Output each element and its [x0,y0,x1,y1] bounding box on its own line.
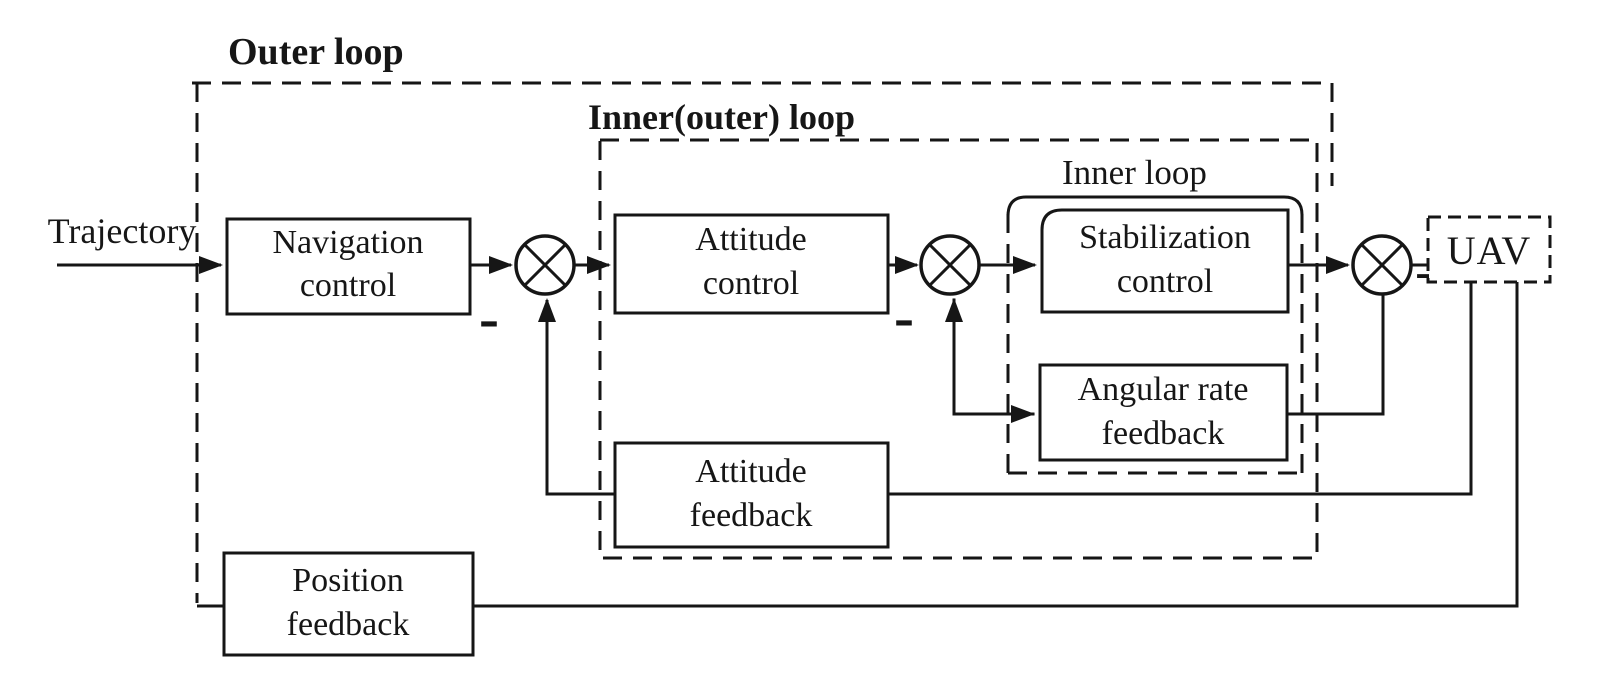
attitude-control-label-line1: Attitude [695,221,806,258]
inner-loop-label: Inner loop [1062,153,1207,192]
block-uav: UAV [1426,215,1552,284]
navigation-control-label-line2: control [300,267,396,304]
junction3-minus-sign: - [1415,246,1430,297]
outer-loop-boundary [192,81,1334,603]
junction2-minus-sign: - [894,284,914,350]
position-feedback-label-line1: Position [292,562,403,599]
attitude-feedback-label-line1: Attitude [695,453,806,490]
navigation-control-label-line1: Navigation [272,224,423,261]
junction1-cross-icon [523,243,567,287]
block-angular-rate-feedback: Angular rate feedback [1038,363,1289,462]
attitude-feedback-to-junction1-arrow [538,298,615,496]
summing-junction-3 [1351,234,1413,296]
inner-outer-loop-label: Inner(outer) loop [588,97,855,137]
stabilization-control-label-line1: Stabilization [1079,219,1251,256]
summing-junction-2 [919,234,981,296]
outer-loop-label: Outer loop [228,31,404,73]
junction3-cross-icon [1360,243,1404,287]
attitude-control-label-line2: control [703,265,799,302]
junction2-cross-icon [928,243,972,287]
trajectory-input-label: Trajectory [48,211,197,251]
block-stabilization-control: Stabilization control [1040,208,1290,314]
stabilization-control-label-line2: control [1117,263,1213,300]
block-attitude-feedback: Attitude feedback [613,441,890,549]
block-attitude-control: Attitude control [613,213,890,315]
block-position-feedback: Position feedback [222,551,475,657]
angular-rate-feedback-label-line2: feedback [1102,415,1225,452]
inner-loop-boundary [1006,195,1304,475]
angular-rate-feedback-label-line1: Angular rate [1078,371,1249,408]
block-navigation-control: Navigation control [225,217,472,316]
angular-rate-to-junction3-line [1287,295,1385,416]
signal-lines [57,256,1519,608]
uav-to-position-feedback-line [473,282,1519,608]
junction1-minus-sign: - [479,285,499,351]
position-feedback-label-line2: feedback [287,606,410,643]
uav-label: UAV [1447,228,1532,273]
attitude-feedback-label-line2: feedback [690,497,813,534]
summing-junction-1 [514,234,576,296]
uav-to-attitude-feedback-line [888,282,1473,496]
